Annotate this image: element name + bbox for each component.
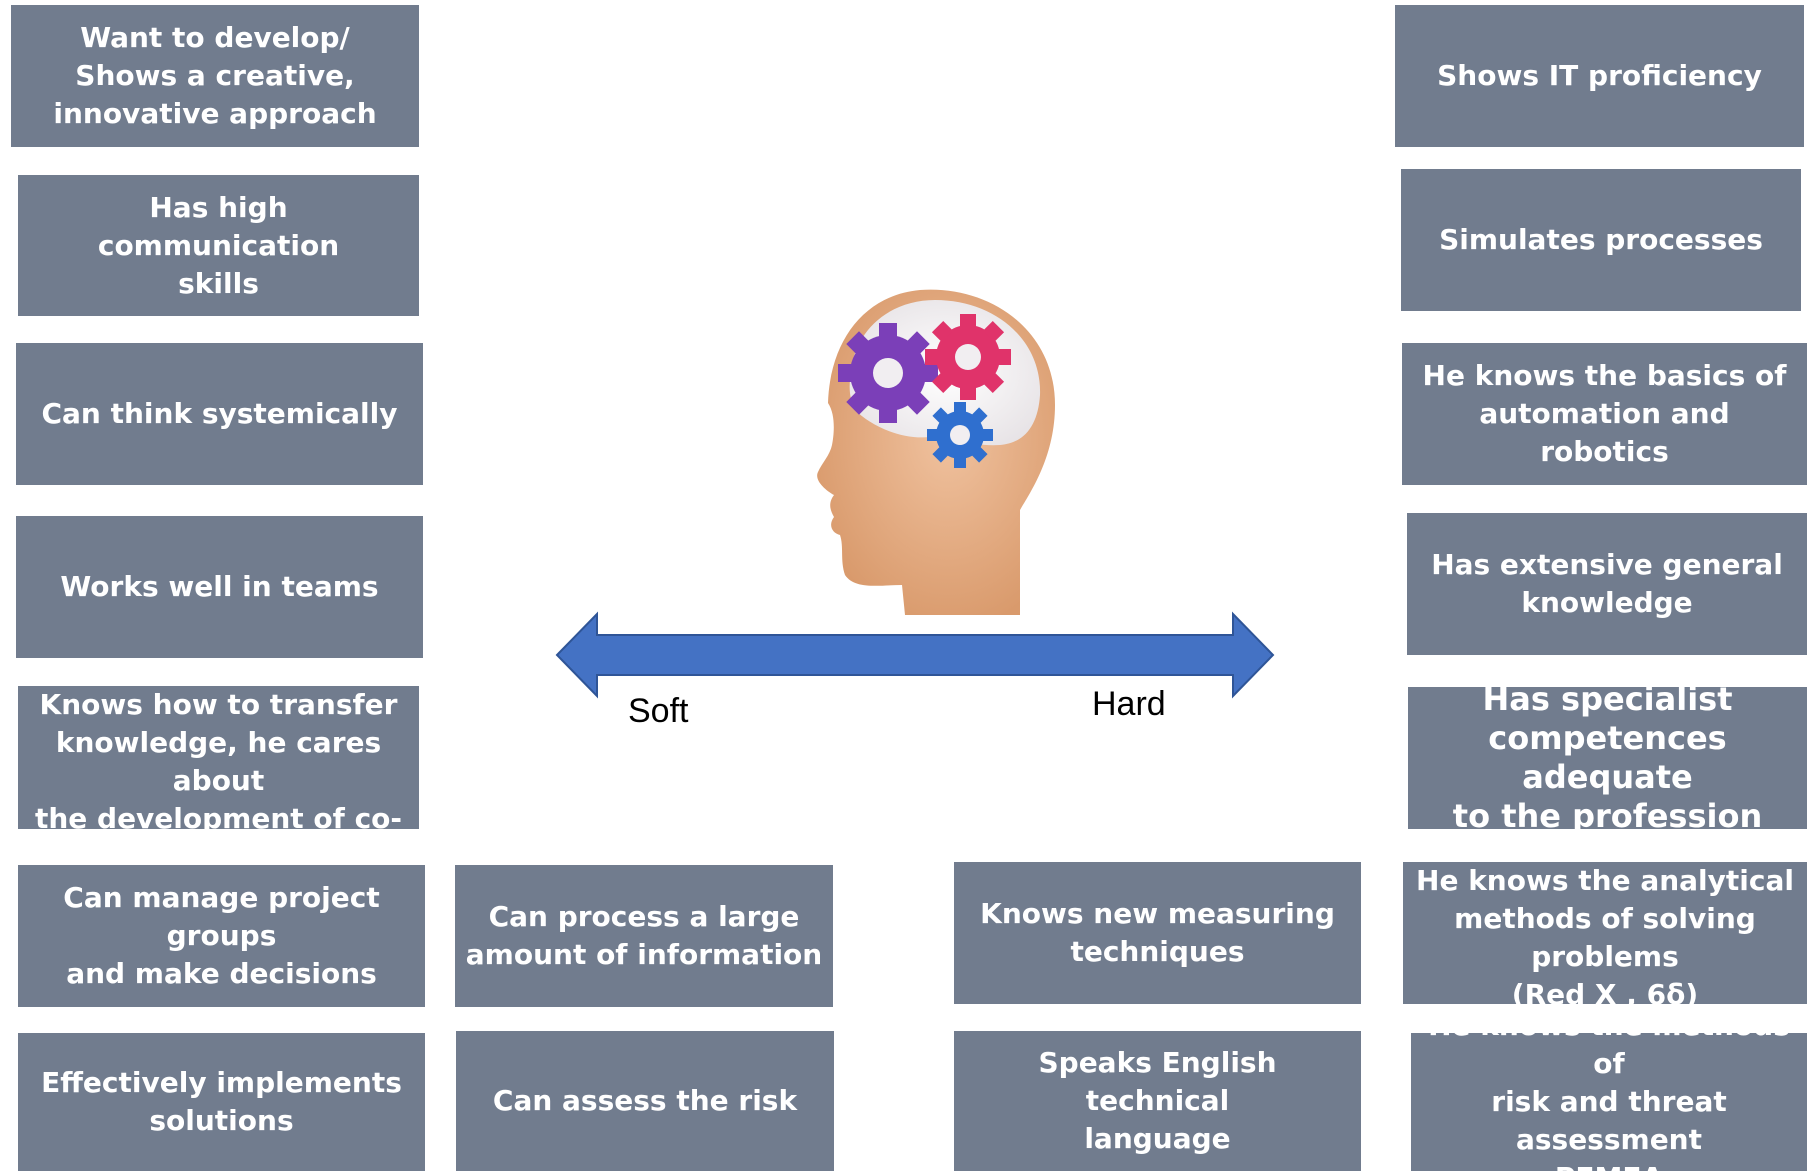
skill-box-systemic: Can think systemically [16,343,423,485]
skill-box-transfer: Knows how to transfer knowledge, he care… [18,686,419,829]
pink-gear-icon [925,314,1011,400]
skill-box-manage: Can manage project groups and make decis… [18,865,425,1007]
skill-box-process: Can process a large amount of informatio… [455,865,833,1007]
skill-box-implements: Effectively implements solutions [18,1033,425,1171]
skill-box-risk: Can assess the risk [456,1031,834,1171]
axis-label-soft: Soft [628,692,689,730]
skill-box-simulates: Simulates processes [1401,169,1801,311]
soft-hard-double-arrow [555,611,1275,699]
skill-box-general: Has extensive general knowledge [1407,513,1807,655]
skill-box-pfmea: He knows the methods of risk and threat … [1411,1033,1807,1171]
purple-gear-icon [838,323,938,423]
head-with-gears-illustration [817,289,1055,615]
skill-box-creative: Want to develop/ Shows a creative, innov… [11,5,419,147]
skill-box-measuring: Knows new measuring techniques [954,862,1361,1004]
skill-box-automation: He knows the basics of automation and ro… [1402,343,1807,485]
skill-box-communication: Has high communication skills [18,175,419,316]
skill-box-analytical: He knows the analytical methods of solvi… [1403,862,1807,1004]
skill-box-specialist: Has specialist competences adequate to t… [1408,687,1807,829]
skill-box-teams: Works well in teams [16,516,423,658]
skill-box-english: Speaks English technical language [954,1031,1361,1171]
blue-gear-icon [927,402,993,468]
skill-box-it: Shows IT proficiency [1395,5,1804,147]
axis-label-hard: Hard [1092,685,1166,723]
